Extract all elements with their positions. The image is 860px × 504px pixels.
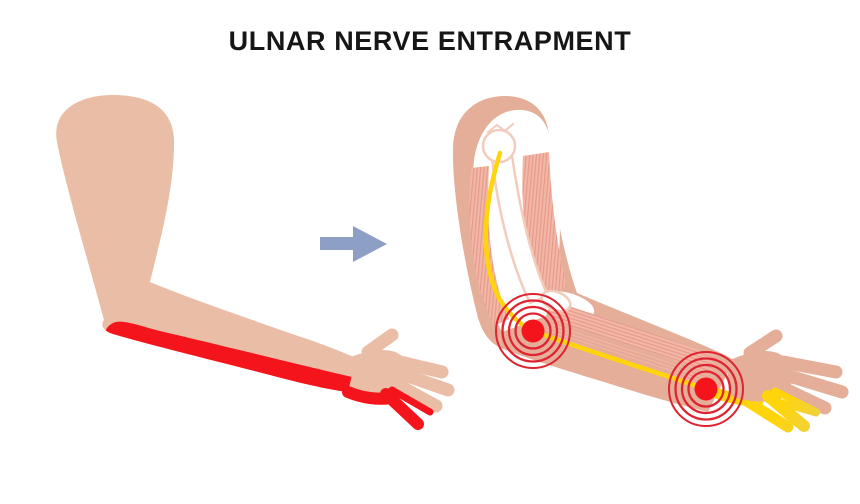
left-thumb: [361, 328, 399, 359]
bone-notch: [487, 123, 514, 133]
nerve-little-finger-branch: [736, 392, 794, 433]
red-forearm-band: [105, 321, 356, 392]
forearm-muscle: [549, 302, 716, 374]
nerve-ring-half-overlay: [771, 387, 821, 416]
right-finger-middle: [779, 368, 849, 399]
forearm-muscle-lower: [543, 322, 708, 386]
right-arm-illustration: [452, 96, 849, 433]
right-finger-index: [776, 355, 843, 379]
left-finger-ring: [391, 378, 443, 413]
left-arm-illustration: [56, 95, 455, 430]
ulnar-nerve: [483, 150, 709, 392]
triceps-muscle: [469, 166, 509, 326]
red-little-finger: [380, 388, 424, 430]
wrist-pain-point-icon: [668, 351, 744, 427]
page-title: ULNAR NERVE ENTRAPMENT: [228, 26, 632, 56]
nerve-little-finger-overlay: [762, 390, 810, 432]
arrow-right-icon: [320, 226, 387, 262]
elbow-pain-point-icon: [495, 293, 571, 369]
right-finger-ring: [774, 380, 832, 415]
left-finger-index: [393, 355, 449, 379]
red-ring-finger-half: [388, 386, 434, 416]
ulnar-pain-red-area: [105, 321, 434, 430]
left-finger-middle: [395, 367, 455, 397]
right-thumb: [743, 329, 783, 360]
